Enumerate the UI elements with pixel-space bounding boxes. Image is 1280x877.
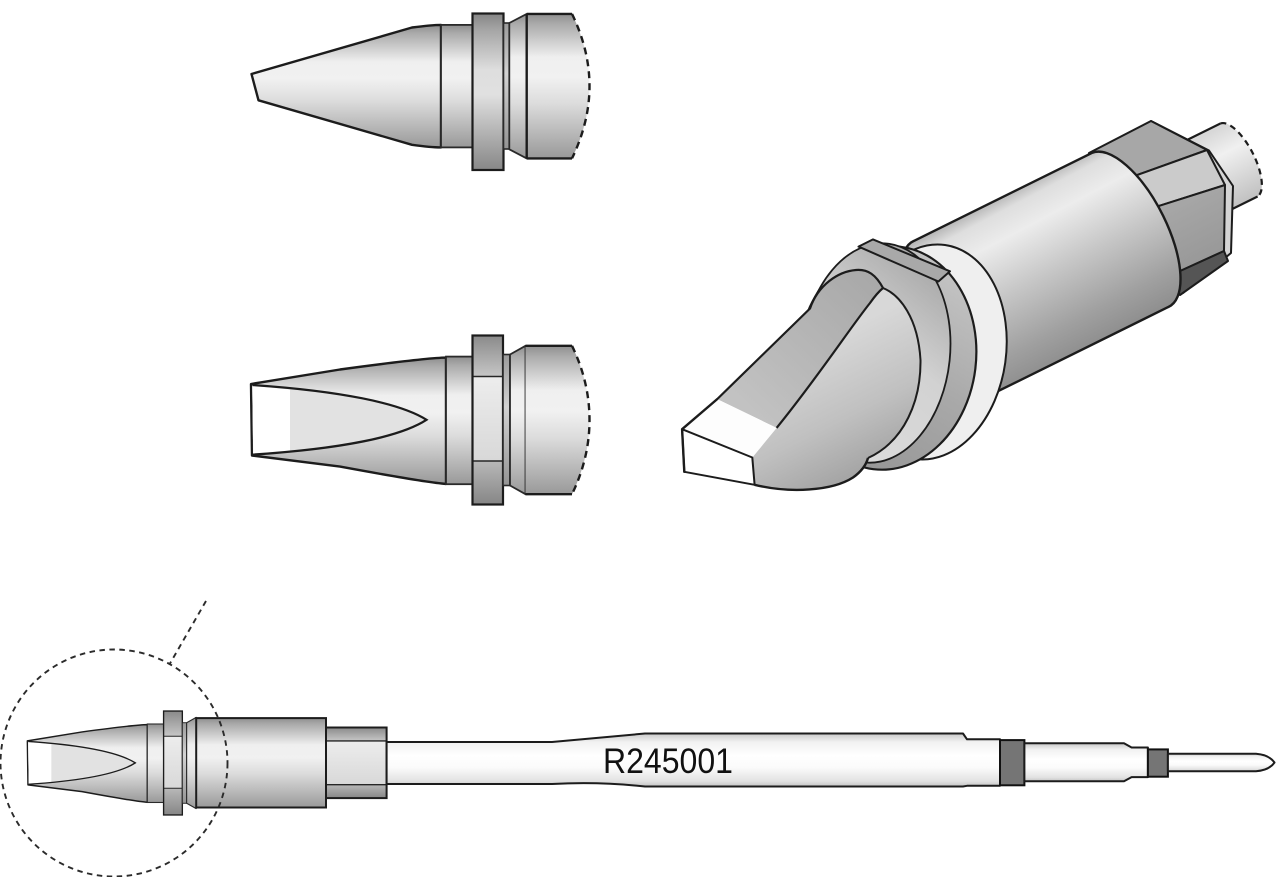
part-number-label: R245001: [603, 741, 733, 781]
3d-tip-silhouette: [680, 397, 719, 473]
3d-rear-break-line: [1220, 121, 1263, 198]
view-conical-tip-side: [250, 12, 591, 172]
cartridge-band-1: [999, 739, 1026, 787]
cartridge-hex-bottom-band: [326, 784, 387, 799]
3d-chisel-flat-edges: [716, 268, 885, 429]
cartridge-hex-top-band: [326, 727, 387, 741]
conical-tip-flange: [471, 12, 505, 172]
chisel-tip-break-line: [570, 345, 591, 495]
conical-tip-shoulder: [508, 13, 528, 160]
detail-leader-line: [169, 600, 207, 664]
conical-tip-cylinder: [440, 23, 474, 149]
cartridge-band-2: [1146, 748, 1169, 778]
view-tip-3d: [680, 120, 1263, 492]
cartridge-tip-drawing: [26, 710, 197, 816]
conical-tip-rear-body: [526, 13, 590, 159]
conical-tip-break-line: [570, 13, 591, 159]
3d-cone-bottom-edge: [754, 457, 870, 492]
cartridge-hex: [325, 726, 388, 800]
3d-tip-bevel: [682, 399, 777, 458]
detail-circle: [0, 648, 229, 877]
3d-chisel-flat: [717, 269, 883, 428]
chisel-tip-rear-edges: [525, 344, 572, 496]
cartridge-shaft-2: [1023, 742, 1149, 783]
3d-collar-nut-flat: [857, 238, 951, 283]
cartridge-body: [195, 717, 327, 809]
chisel-tip-rear-body: [525, 345, 590, 495]
cartridge-pin: [1166, 752, 1276, 773]
conical-tip-rear-edges: [525, 12, 572, 160]
3d-cone-base-edge: [867, 287, 922, 459]
cartridge-tip: [26, 710, 197, 816]
3d-cone-surface: [752, 288, 921, 490]
view-chisel-tip-side: [249, 334, 591, 506]
view-cartridge-full: R245001: [26, 710, 1276, 816]
cartridge-hex-mid-band: [326, 740, 387, 785]
chisel-tip-drawing: [249, 334, 527, 506]
conical-tip-cone: [250, 23, 443, 149]
